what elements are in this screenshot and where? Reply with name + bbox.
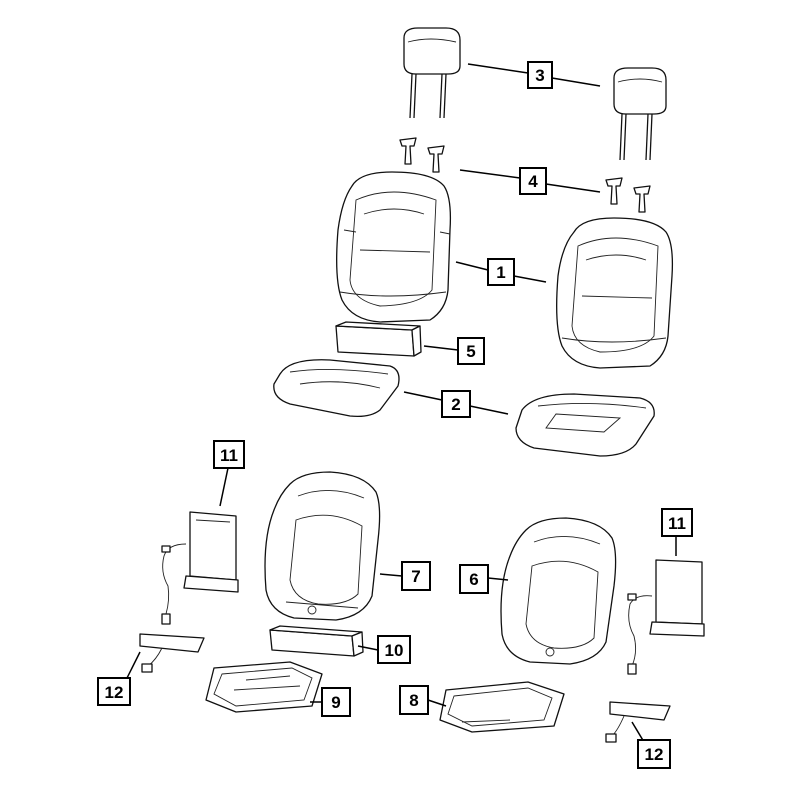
seatback-frame-right <box>500 517 617 665</box>
seat-cushion-left <box>273 359 400 418</box>
callout-10: 10 <box>377 635 411 664</box>
callout-label: 12 <box>105 683 124 702</box>
heater-mat-right <box>649 559 705 637</box>
callout-label: 7 <box>411 567 420 586</box>
callout-3: 3 <box>527 61 553 89</box>
callout-label: 11 <box>668 514 686 533</box>
callout-9: 9 <box>321 687 351 717</box>
sensor-pad-left <box>139 633 205 673</box>
callout-label: 12 <box>645 745 664 764</box>
callout-8: 8 <box>399 685 429 715</box>
callout-7: 7 <box>401 561 431 591</box>
cushion-frame-right <box>439 681 565 733</box>
headrest-guide-right <box>605 177 651 213</box>
foam-part-10 <box>269 625 364 657</box>
callout-2: 2 <box>441 390 471 418</box>
callout-label: 4 <box>528 172 538 191</box>
callout-11-left: 11 <box>213 440 245 469</box>
callout-label: 6 <box>469 570 478 589</box>
headrest-right <box>613 67 667 161</box>
callout-12-right: 12 <box>637 739 671 769</box>
callout-12-left: 12 <box>97 677 131 706</box>
callout-label: 5 <box>466 342 475 361</box>
seat-cushion-right <box>515 393 655 457</box>
callout-11-right: 11 <box>661 508 693 537</box>
seatback-left <box>336 171 452 323</box>
heater-mat-left <box>183 511 239 593</box>
callout-label: 10 <box>385 641 404 660</box>
callout-label: 9 <box>331 693 340 712</box>
headrest-left <box>403 27 461 119</box>
callout-label: 2 <box>451 395 460 414</box>
wire-harness-right <box>627 593 653 675</box>
cushion-frame-left <box>205 661 323 713</box>
callout-4: 4 <box>519 167 547 195</box>
wire-harness-left <box>161 543 187 625</box>
seatback-frame-left <box>264 471 381 621</box>
bolster-part-5 <box>335 321 422 357</box>
seatback-right <box>556 217 674 369</box>
callout-label: 1 <box>496 263 505 282</box>
callout-5: 5 <box>457 337 485 365</box>
callout-label: 8 <box>409 691 418 710</box>
callout-1: 1 <box>487 258 515 286</box>
callout-label: 11 <box>220 446 238 465</box>
callout-6: 6 <box>459 564 489 594</box>
sensor-pad-right <box>605 701 671 743</box>
callout-label: 3 <box>535 66 544 85</box>
headrest-guide-left <box>399 137 445 173</box>
leader-lines <box>125 63 677 743</box>
